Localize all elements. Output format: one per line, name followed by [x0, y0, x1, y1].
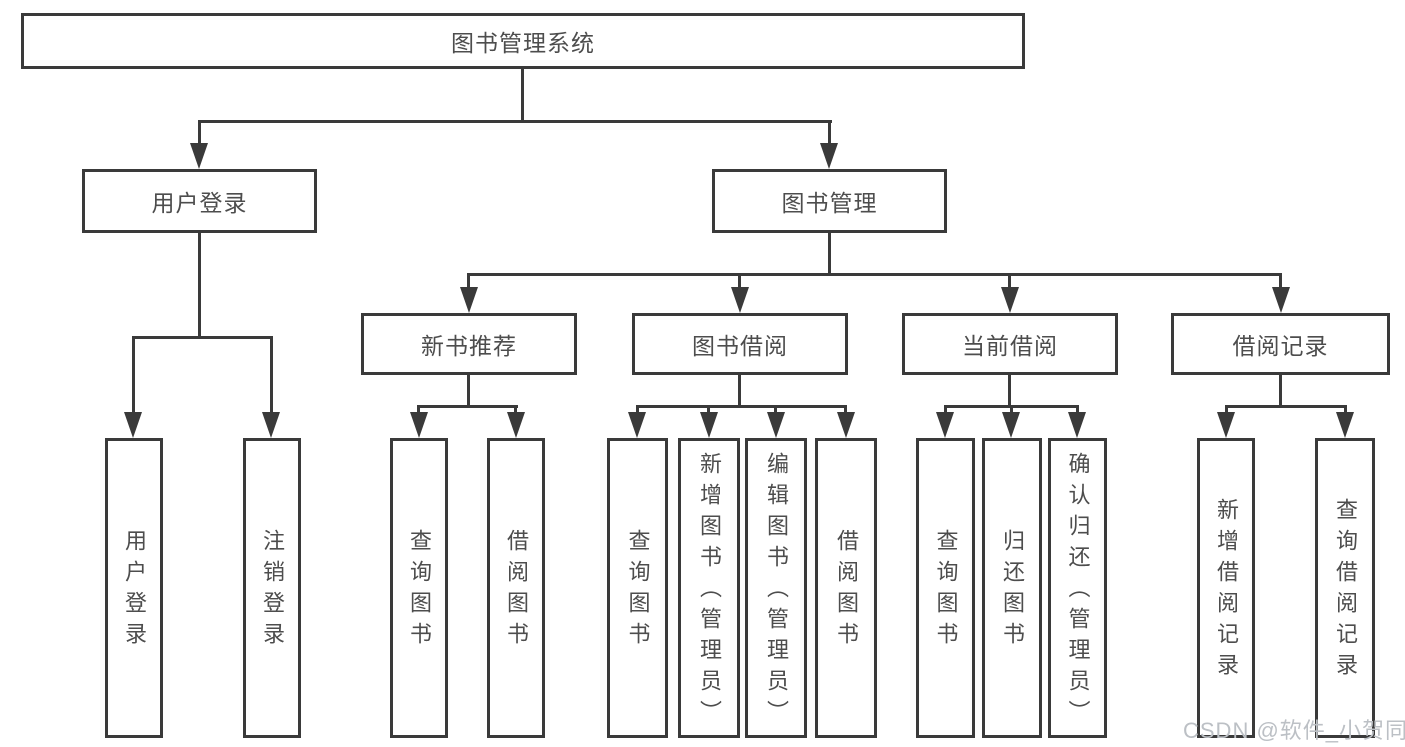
node-current-borrow: 当前借阅 — [902, 313, 1118, 375]
connector-root-trunk — [521, 67, 524, 122]
arrow-down-icon — [1001, 287, 1019, 313]
node-cb-query-books: 查询图书 — [916, 438, 975, 738]
connector-group5-horizontal — [1225, 405, 1347, 408]
connector-stem — [1008, 273, 1011, 291]
arrow-down-icon — [1068, 412, 1086, 438]
arrow-down-icon — [936, 412, 954, 438]
node-cb-confirm-return-admin: 确认归还（管理员） — [1048, 438, 1107, 738]
connector-stem — [514, 405, 517, 417]
connector-stem — [467, 273, 470, 291]
connector-current-borrow-trunk — [1008, 374, 1011, 407]
connector-level3-horizontal — [468, 273, 1282, 276]
connector-stem — [844, 405, 847, 417]
node-br-query-record: 查询借阅记录 — [1315, 438, 1375, 738]
arrow-down-icon — [507, 412, 525, 438]
connector-stem — [828, 120, 831, 148]
node-user-login: 用户登录 — [82, 169, 317, 233]
connector-stem — [198, 120, 201, 148]
arrow-down-icon — [124, 412, 142, 438]
connector-stem — [270, 336, 273, 415]
connector-stem — [1225, 405, 1228, 417]
connector-stem — [1344, 405, 1347, 417]
connector-stem — [1010, 405, 1013, 417]
connector-stem — [417, 405, 420, 417]
node-logout-leaf: 注销登录 — [243, 438, 301, 738]
arrow-down-icon — [460, 287, 478, 313]
arrow-down-icon — [628, 412, 646, 438]
connector-stem — [1279, 273, 1282, 291]
node-book-management: 图书管理 — [712, 169, 947, 233]
connector-book-borrow-trunk — [738, 374, 741, 407]
connector-group2-horizontal — [418, 405, 518, 408]
connector-stem — [707, 405, 710, 417]
watermark: CSDN @软件_小贺同学 — [1183, 718, 1405, 743]
connector-book-mgmt-trunk — [828, 232, 831, 275]
connector-stem — [774, 405, 777, 417]
connector-new-book-trunk — [467, 374, 470, 407]
node-br-add-record: 新增借阅记录 — [1197, 438, 1255, 738]
node-bb-edit-books-admin: 编辑图书（管理员） — [745, 438, 807, 738]
node-bb-add-books-admin: 新增图书（管理员） — [678, 438, 740, 738]
arrow-down-icon — [837, 412, 855, 438]
arrow-down-icon — [1217, 412, 1235, 438]
arrow-down-icon — [731, 287, 749, 313]
node-bb-query-books: 查询图书 — [607, 438, 668, 738]
node-new-book-recommend: 新书推荐 — [361, 313, 577, 375]
node-book-borrow: 图书借阅 — [632, 313, 848, 375]
connector-borrow-records-trunk — [1279, 374, 1282, 407]
node-nbr-query-books: 查询图书 — [390, 438, 448, 738]
node-user-login-leaf: 用户登录 — [105, 438, 163, 738]
arrow-down-icon — [410, 412, 428, 438]
node-borrow-records: 借阅记录 — [1171, 313, 1390, 375]
node-root: 图书管理系统 — [21, 13, 1025, 69]
connector-stem — [944, 405, 947, 417]
arrow-down-icon — [1336, 412, 1354, 438]
connector-stem — [132, 336, 135, 415]
connector-level2-horizontal — [198, 120, 832, 123]
node-nbr-borrow-books: 借阅图书 — [487, 438, 545, 738]
arrow-down-icon — [262, 412, 280, 438]
arrow-down-icon — [1272, 287, 1290, 313]
connector-stem — [636, 405, 639, 417]
connector-group3-horizontal — [636, 405, 847, 408]
node-cb-return-books: 归还图书 — [982, 438, 1042, 738]
connector-group1-horizontal — [132, 336, 273, 339]
node-bb-borrow-books: 借阅图书 — [815, 438, 877, 738]
arrow-down-icon — [190, 143, 208, 169]
arrow-down-icon — [700, 412, 718, 438]
arrow-down-icon — [820, 143, 838, 169]
connector-stem — [1076, 405, 1079, 417]
arrow-down-icon — [767, 412, 785, 438]
connector-stem — [738, 273, 741, 291]
connector-user-login-trunk — [198, 232, 201, 339]
arrow-down-icon — [1002, 412, 1020, 438]
